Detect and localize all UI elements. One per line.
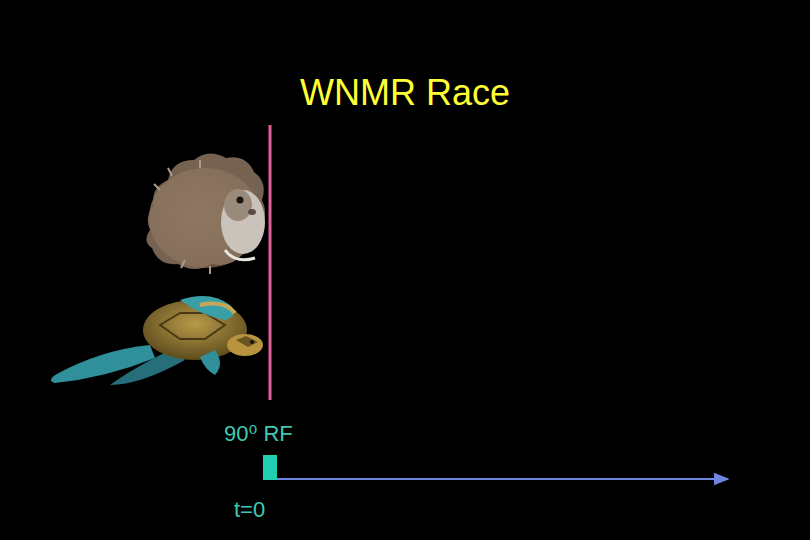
time-label: t=0 (234, 497, 265, 523)
time-axis (277, 478, 728, 480)
turtle-picture (51, 296, 263, 385)
rabbit-picture (146, 153, 265, 274)
rf-pulse (263, 455, 277, 480)
start-line (269, 125, 272, 400)
slide-title: WNMR Race (300, 72, 510, 114)
pulse-label: 90⁰ RF (224, 421, 293, 447)
